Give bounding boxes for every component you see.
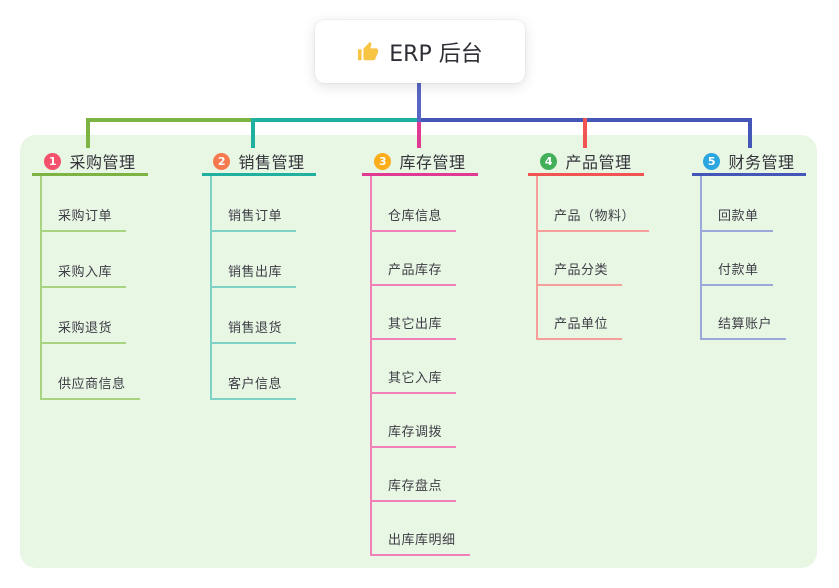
- child-node-label: 付款单: [718, 263, 759, 278]
- child-node-label: 库存盘点: [388, 479, 443, 494]
- child-node-label: 库存调拨: [388, 425, 443, 440]
- branch-header-label: 财务管理: [728, 153, 795, 172]
- child-node-label: 仓库信息: [388, 209, 443, 224]
- child-node[interactable]: 产品分类: [536, 258, 623, 286]
- branch-number-badge: 5: [703, 152, 721, 170]
- child-node-label: 产品单位: [554, 317, 609, 332]
- child-node-label: 采购入库: [58, 265, 113, 280]
- child-node[interactable]: 库存调拨: [370, 420, 457, 448]
- branch-number-badge: 3: [374, 152, 392, 170]
- branch-drop-line: [748, 118, 752, 148]
- branch-header-3[interactable]: 3 库存管理: [362, 149, 478, 176]
- child-node[interactable]: 产品库存: [370, 258, 457, 286]
- branch-trunk-line: [210, 176, 212, 400]
- branch-header-label: 产品管理: [565, 153, 632, 172]
- child-node[interactable]: 销售退货: [210, 316, 297, 344]
- child-node-label: 其它出库: [388, 317, 443, 332]
- thumbs-up-icon: [357, 41, 379, 63]
- child-node-label: 回款单: [718, 209, 759, 224]
- branch-trunk-line: [700, 176, 702, 340]
- root-node[interactable]: ERP 后台: [315, 20, 525, 83]
- child-node-label: 供应商信息: [58, 377, 126, 392]
- branch-drop-line: [86, 118, 90, 148]
- root-connector-line: [417, 83, 421, 122]
- branches-panel: [20, 135, 817, 568]
- branch-header-label: 采购管理: [69, 153, 136, 172]
- child-node[interactable]: 销售出库: [210, 260, 297, 288]
- branch-trunk-line: [536, 176, 538, 340]
- child-node-label: 销售退货: [228, 321, 283, 336]
- branch-header-5[interactable]: 5 财务管理: [692, 149, 806, 176]
- branch-drop-line: [251, 118, 255, 148]
- child-node-label: 结算账户: [718, 317, 773, 332]
- child-node[interactable]: 其它入库: [370, 366, 457, 394]
- child-node[interactable]: 付款单: [700, 258, 773, 286]
- child-node[interactable]: 采购订单: [40, 204, 127, 232]
- child-node-label: 客户信息: [228, 377, 283, 392]
- branch-header-label: 库存管理: [399, 153, 466, 172]
- child-node[interactable]: 供应商信息: [40, 372, 140, 400]
- child-node-label: 采购订单: [58, 209, 113, 224]
- child-node-label: 产品分类: [554, 263, 609, 278]
- child-node[interactable]: 产品（物料）: [536, 204, 650, 232]
- child-node-label: 采购退货: [58, 321, 113, 336]
- child-node[interactable]: 结算账户: [700, 312, 787, 340]
- branch-trunk-line: [40, 176, 42, 400]
- child-node-label: 销售订单: [228, 209, 283, 224]
- branch-header-label: 销售管理: [238, 153, 305, 172]
- child-node[interactable]: 其它出库: [370, 312, 457, 340]
- child-node-label: 其它入库: [388, 371, 443, 386]
- child-node-label: 产品库存: [388, 263, 443, 278]
- branch-header-4[interactable]: 4 产品管理: [528, 149, 644, 176]
- child-node[interactable]: 客户信息: [210, 372, 297, 400]
- branch-drop-line: [583, 118, 587, 148]
- child-node[interactable]: 库存盘点: [370, 474, 457, 502]
- child-node-label: 销售出库: [228, 265, 283, 280]
- child-node[interactable]: 出库库明细: [370, 528, 470, 556]
- child-node[interactable]: 销售订单: [210, 204, 297, 232]
- branch-header-2[interactable]: 2 销售管理: [202, 149, 316, 176]
- child-node[interactable]: 采购入库: [40, 260, 127, 288]
- child-node[interactable]: 仓库信息: [370, 204, 457, 232]
- branch-drop-line: [417, 118, 421, 148]
- child-node[interactable]: 回款单: [700, 204, 773, 232]
- branch-trunk-line: [370, 176, 372, 556]
- child-node-label: 产品（物料）: [554, 209, 636, 224]
- branch-number-badge: 1: [44, 152, 62, 170]
- child-node-label: 出库库明细: [388, 533, 456, 548]
- branch-header-1[interactable]: 1 采购管理: [32, 149, 148, 176]
- child-node[interactable]: 采购退货: [40, 316, 127, 344]
- branch-number-badge: 4: [540, 152, 558, 170]
- root-node-label: ERP 后台: [389, 41, 483, 67]
- branch-number-badge: 2: [213, 152, 231, 170]
- child-node[interactable]: 产品单位: [536, 312, 623, 340]
- connector-line: [251, 118, 421, 122]
